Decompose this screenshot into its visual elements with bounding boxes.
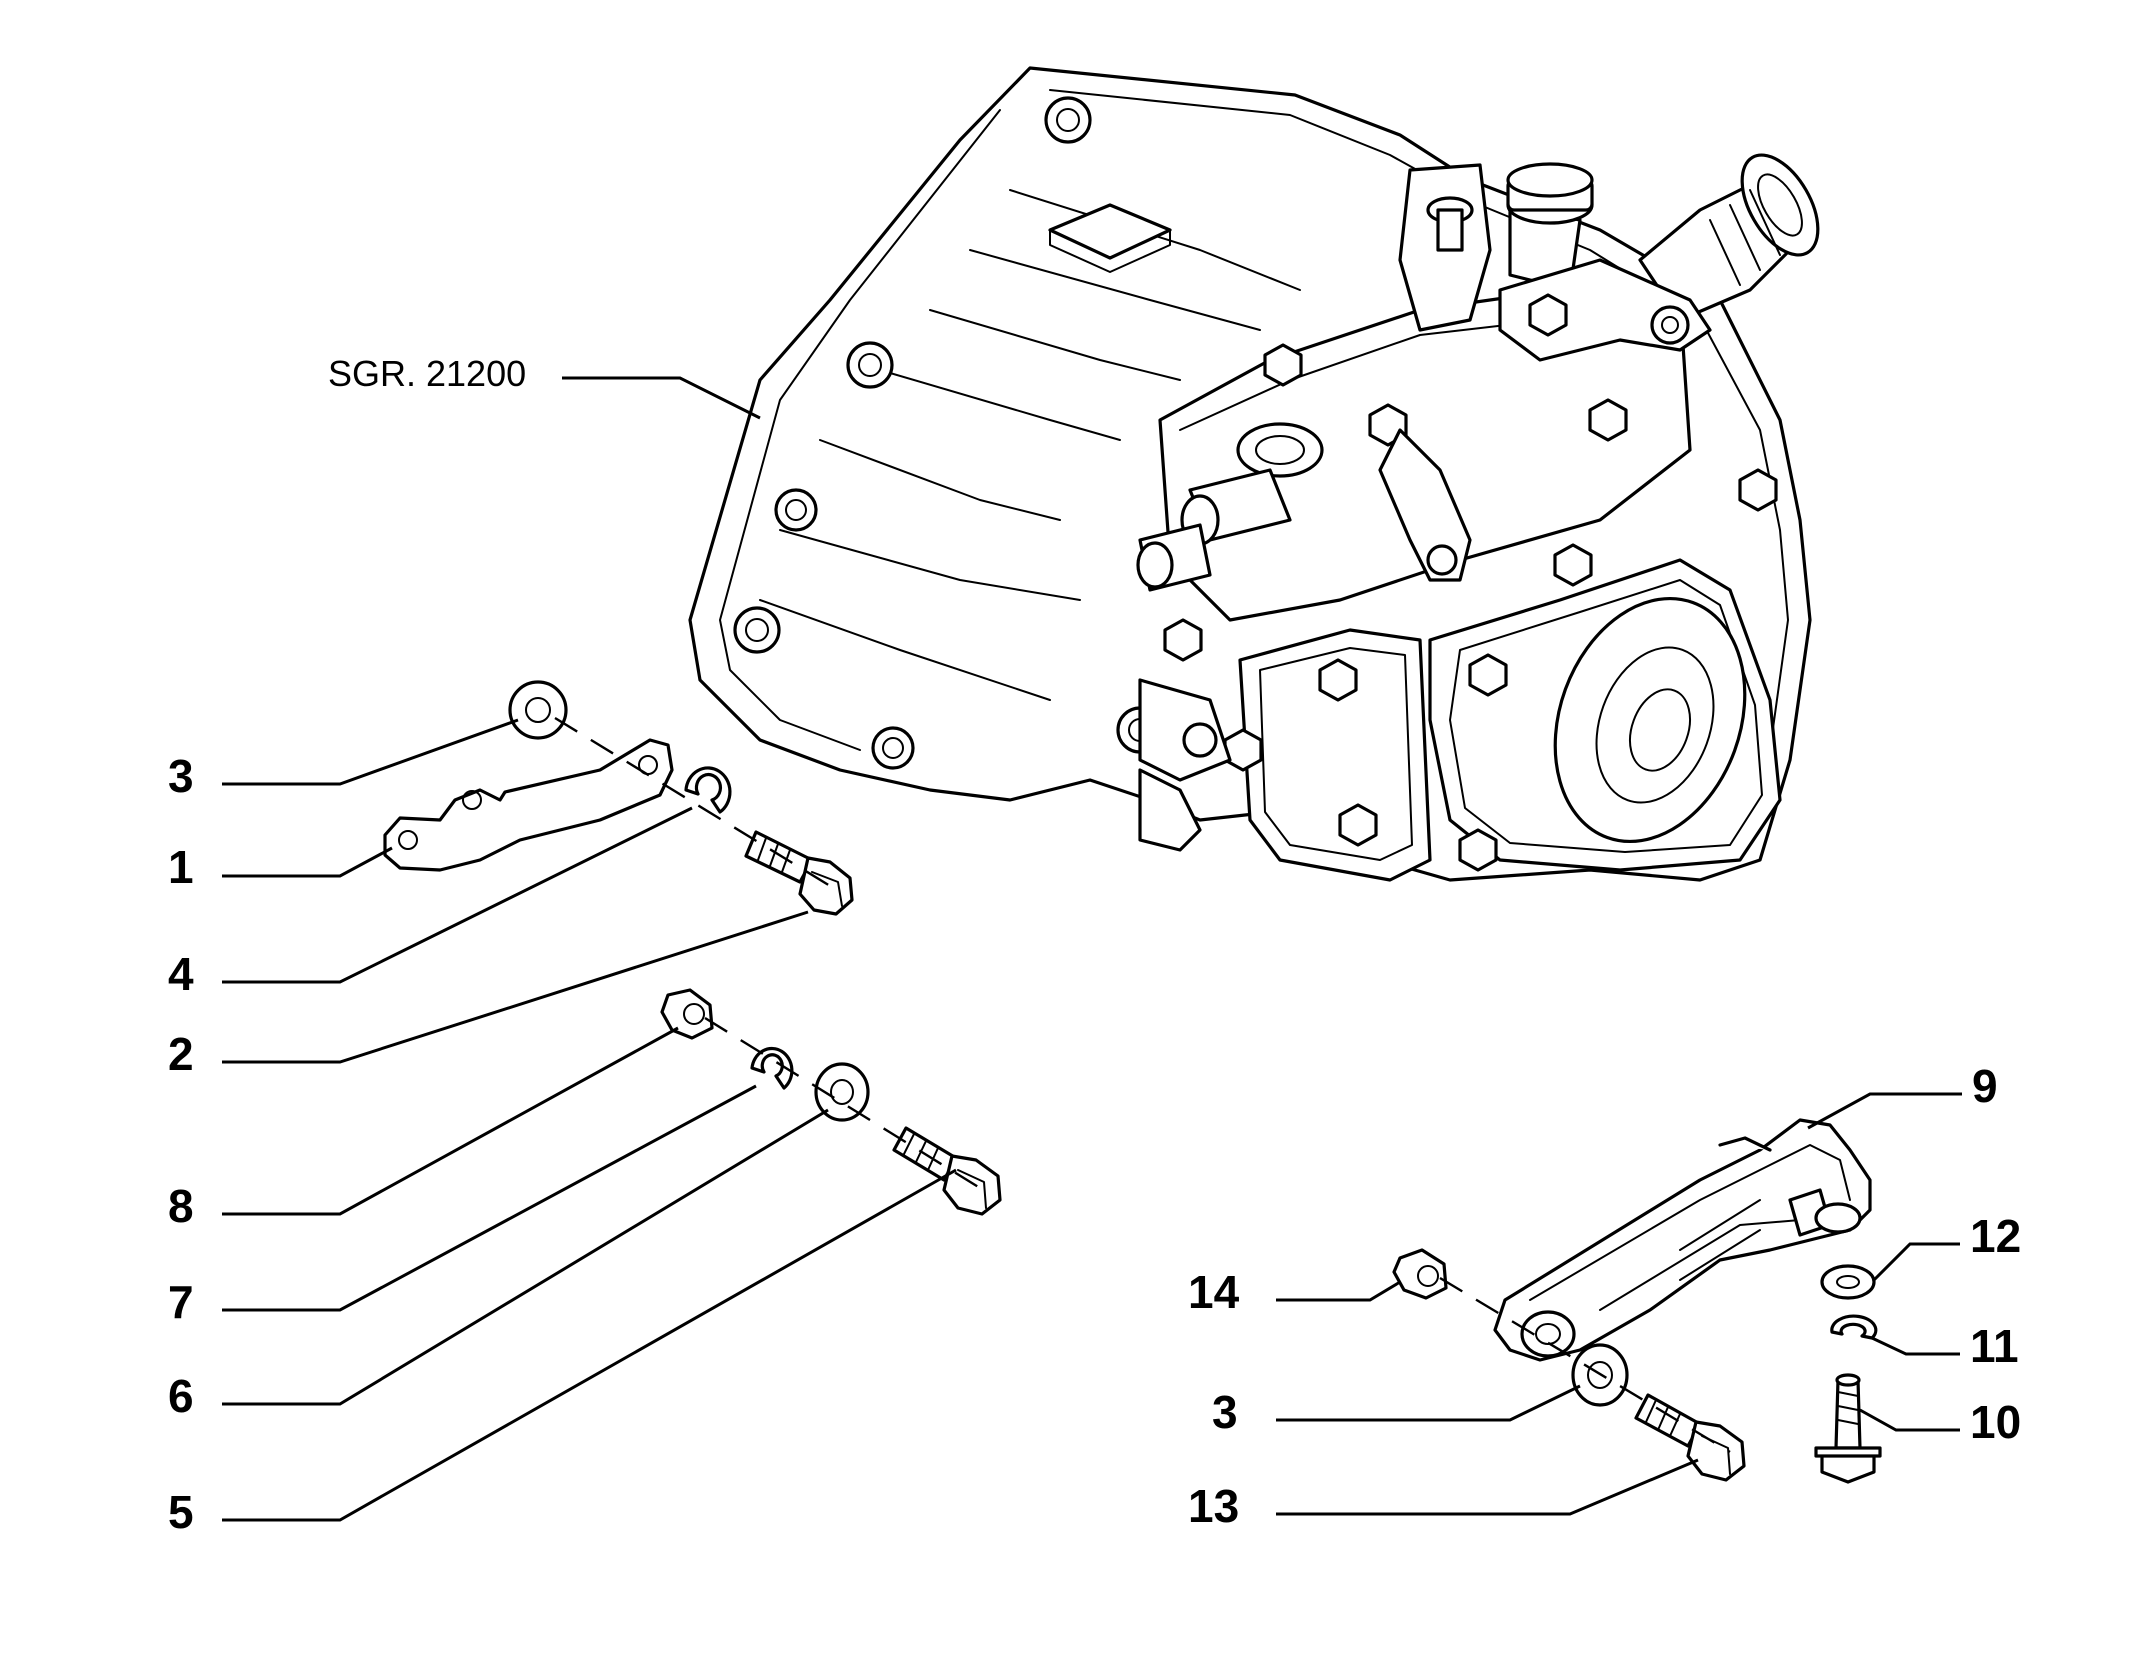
callout-8: 8 xyxy=(168,1180,194,1232)
washer-part-3-top xyxy=(508,680,568,740)
bolt-part-2 xyxy=(744,830,854,916)
callout-14: 14 xyxy=(1188,1266,1240,1318)
spring-washer-part-7 xyxy=(750,1046,794,1090)
leader-2 xyxy=(222,910,809,1064)
gearbox-assembly xyxy=(688,66,1820,882)
nut-part-8 xyxy=(660,988,714,1040)
end-cover-bolts xyxy=(1163,468,1778,872)
reference-leader xyxy=(562,376,761,420)
torque-arm-part-9 xyxy=(1493,1118,1872,1362)
leader-12 xyxy=(1872,1242,1960,1282)
callout-7: 7 xyxy=(168,1276,194,1328)
leader-6 xyxy=(222,1108,829,1406)
callout-5: 5 xyxy=(168,1486,194,1538)
callout-3-bottom: 3 xyxy=(1212,1386,1238,1438)
callouts-left: 3 1 4 2 8 7 6 5 xyxy=(168,718,957,1538)
washer-part-12 xyxy=(1820,1264,1876,1300)
plate-part-1 xyxy=(383,738,674,872)
callout-11: 11 xyxy=(1970,1320,2019,1372)
callouts-right: 9 12 14 11 10 3 13 xyxy=(1188,1060,2021,1532)
leader-10 xyxy=(1859,1408,1960,1432)
leader-4 xyxy=(222,806,693,984)
bolt-part-5 xyxy=(892,1126,1002,1216)
nut-part-14 xyxy=(1392,1248,1448,1300)
leader-8 xyxy=(222,1026,679,1216)
callout-9: 9 xyxy=(1972,1060,1998,1112)
leader-3-top xyxy=(222,718,519,786)
callout-3-top: 3 xyxy=(168,750,194,802)
bolt-part-13 xyxy=(1634,1393,1746,1482)
leader-9 xyxy=(1807,1092,1962,1130)
callout-4: 4 xyxy=(168,948,194,1000)
leader-3-bottom xyxy=(1276,1384,1581,1422)
reference-label: SGR. 21200 xyxy=(328,353,526,394)
callout-13: 13 xyxy=(1188,1480,1239,1532)
leader-14 xyxy=(1276,1280,1401,1302)
spring-washer-part-11 xyxy=(1830,1314,1878,1340)
leader-11 xyxy=(1871,1336,1960,1356)
leader-13 xyxy=(1276,1458,1699,1516)
callout-1: 1 xyxy=(168,841,194,893)
callout-10: 10 xyxy=(1970,1396,2021,1448)
washer-part-6 xyxy=(814,1062,870,1122)
left-parts-group xyxy=(383,680,1002,1216)
callout-6: 6 xyxy=(168,1370,194,1422)
leader-7 xyxy=(222,1084,757,1312)
callout-2: 2 xyxy=(168,1028,194,1080)
spring-washer-part-4 xyxy=(684,766,732,814)
right-parts-group xyxy=(1392,1118,1882,1484)
leader-5 xyxy=(222,1168,957,1522)
bolt-part-10 xyxy=(1814,1373,1882,1484)
leader-1 xyxy=(222,846,393,878)
callout-12: 12 xyxy=(1970,1210,2021,1262)
